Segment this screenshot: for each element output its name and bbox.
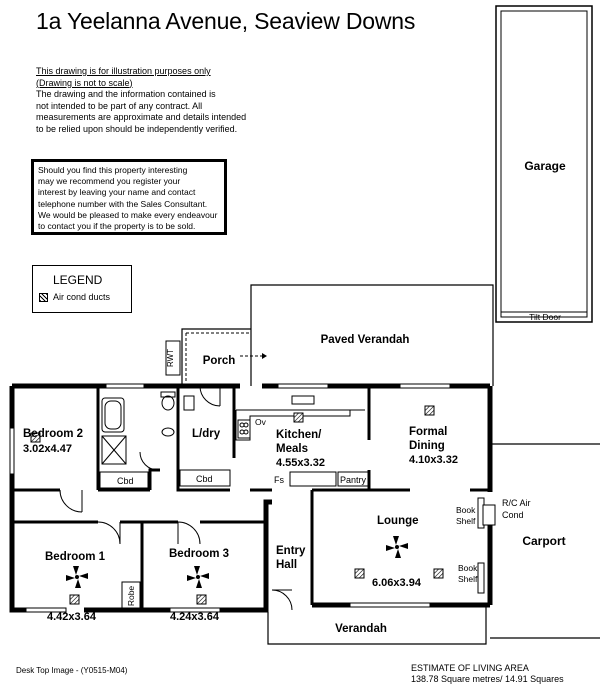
room-size-kitchen: 4.55x3.32 bbox=[276, 457, 325, 469]
living-area-estimate: ESTIMATE OF LIVING AREA 138.78 Square me… bbox=[411, 663, 564, 685]
room-label-hall: Hall bbox=[276, 559, 297, 571]
living-area-value: 138.78 Square metres/ 14.91 Squares bbox=[411, 674, 564, 684]
paved-verandah-label: Paved Verandah bbox=[321, 334, 410, 346]
room-label-dining: Dining bbox=[409, 440, 445, 452]
bookshelf-label: Book bbox=[458, 563, 478, 573]
room-label-lounge: Lounge bbox=[377, 515, 419, 527]
ceiling-fan-icon bbox=[386, 536, 408, 558]
room-label-meals: Meals bbox=[276, 443, 308, 455]
room-size-bedroom1: 4.42x3.64 bbox=[47, 611, 97, 623]
disclaimer-line: not intended to be part of any contract.… bbox=[36, 100, 203, 111]
room-size-bedroom3: 4.24x3.64 bbox=[170, 611, 220, 623]
verandah-outline bbox=[267, 607, 487, 645]
air-duct-icon bbox=[293, 412, 304, 423]
room-size-formal: 4.10x3.32 bbox=[409, 454, 458, 466]
room-label-kitchen: Kitchen/ bbox=[276, 429, 322, 441]
contact-line: to contact you if the property is to be … bbox=[38, 221, 196, 232]
cupboards bbox=[99, 469, 231, 609]
disclaimer-line: (Drawing is not to scale) bbox=[36, 77, 133, 88]
legend-title: LEGEND bbox=[53, 273, 103, 287]
room-size-lounge: 6.06x3.94 bbox=[372, 577, 422, 589]
contact-line: interest by leaving your name and contac… bbox=[38, 187, 196, 198]
bathroom-fixtures bbox=[101, 391, 195, 465]
verandah-label: Verandah bbox=[335, 623, 387, 635]
ceiling-fan-icon bbox=[66, 566, 88, 588]
room-label-bedroom2: Bedroom 2 bbox=[23, 428, 83, 440]
disclaimer-line: to be relied upon should be independentl… bbox=[36, 123, 238, 134]
oven-label: Ov bbox=[255, 417, 267, 427]
porch-outline bbox=[181, 328, 251, 386]
fridge-space-label: Fs bbox=[274, 475, 284, 485]
windows bbox=[9, 383, 451, 613]
interior-walls bbox=[12, 386, 490, 610]
air-duct-icon bbox=[354, 568, 365, 579]
disclaimer: This drawing is for illustration purpose… bbox=[36, 66, 286, 135]
rwt-tank bbox=[165, 340, 181, 376]
garage-label: Garage bbox=[524, 159, 566, 173]
air-duct-icon bbox=[39, 293, 48, 302]
doors bbox=[59, 385, 293, 611]
ceiling-fan-icon bbox=[187, 566, 209, 588]
rwt-label: RWT bbox=[166, 349, 175, 367]
air-duct-icon bbox=[424, 405, 435, 416]
contact-line: telephone number with the Sales Consulta… bbox=[38, 198, 208, 209]
room-label-formal: Formal bbox=[409, 426, 447, 438]
disclaimer-line: This drawing is for illustration purpose… bbox=[36, 66, 211, 76]
kitchen-fixtures bbox=[235, 395, 369, 487]
bookshelf-label: Shelf bbox=[456, 516, 476, 526]
room-label-entry: Entry bbox=[276, 545, 306, 557]
garage-inner bbox=[500, 10, 588, 318]
cupboard-label: Cbd bbox=[117, 476, 134, 486]
living-area-heading: ESTIMATE OF LIVING AREA bbox=[411, 663, 529, 673]
air-duct-icon bbox=[196, 594, 207, 605]
page-title: 1a Yeelanna Avenue, Seaview Downs bbox=[36, 8, 416, 34]
air-duct-icon bbox=[69, 594, 80, 605]
room-label-bedroom1: Bedroom 1 bbox=[45, 551, 106, 563]
disclaimer-line: measurements are approximate and details… bbox=[36, 112, 247, 122]
lounge-fixtures bbox=[477, 497, 496, 594]
garage-outline bbox=[495, 5, 593, 323]
contact-line: may we recommend you register your bbox=[38, 176, 181, 187]
carport-label: Carport bbox=[522, 534, 565, 548]
legend: LEGEND Air cond ducts bbox=[32, 265, 132, 313]
bookshelf-label: Book bbox=[456, 505, 476, 515]
contact-line: Should you find this property interestin… bbox=[38, 165, 188, 175]
bookshelf-label: Shelf bbox=[458, 574, 478, 584]
contact-line: We would be pleased to make every endeav… bbox=[38, 209, 218, 220]
contact-notice: Should you find this property interestin… bbox=[31, 159, 227, 235]
pantry-label: Pantry bbox=[340, 475, 367, 485]
cupboard-label: Cbd bbox=[196, 474, 213, 484]
tilt-door-label: Tilt Door bbox=[529, 312, 561, 322]
legend-item: Air cond ducts bbox=[53, 292, 111, 302]
porch-arrow-head bbox=[262, 353, 267, 359]
robe-label: Robe bbox=[126, 586, 136, 607]
room-label-bedroom3: Bedroom 3 bbox=[169, 548, 229, 560]
room-size-bedroom2: 3.02x4.47 bbox=[23, 443, 72, 455]
paved-verandah-outline bbox=[250, 284, 494, 386]
porch-label: Porch bbox=[203, 355, 236, 367]
room-label-laundry: L/dry bbox=[192, 428, 221, 440]
rc-air-label: R/C Air bbox=[502, 498, 531, 508]
footer-image-ref: Desk Top Image - (Y0515-M04) bbox=[16, 666, 128, 675]
disclaimer-line: The drawing and the information containe… bbox=[36, 89, 216, 99]
rc-cond-label: Cond bbox=[502, 510, 524, 520]
air-duct-icon bbox=[433, 568, 444, 579]
